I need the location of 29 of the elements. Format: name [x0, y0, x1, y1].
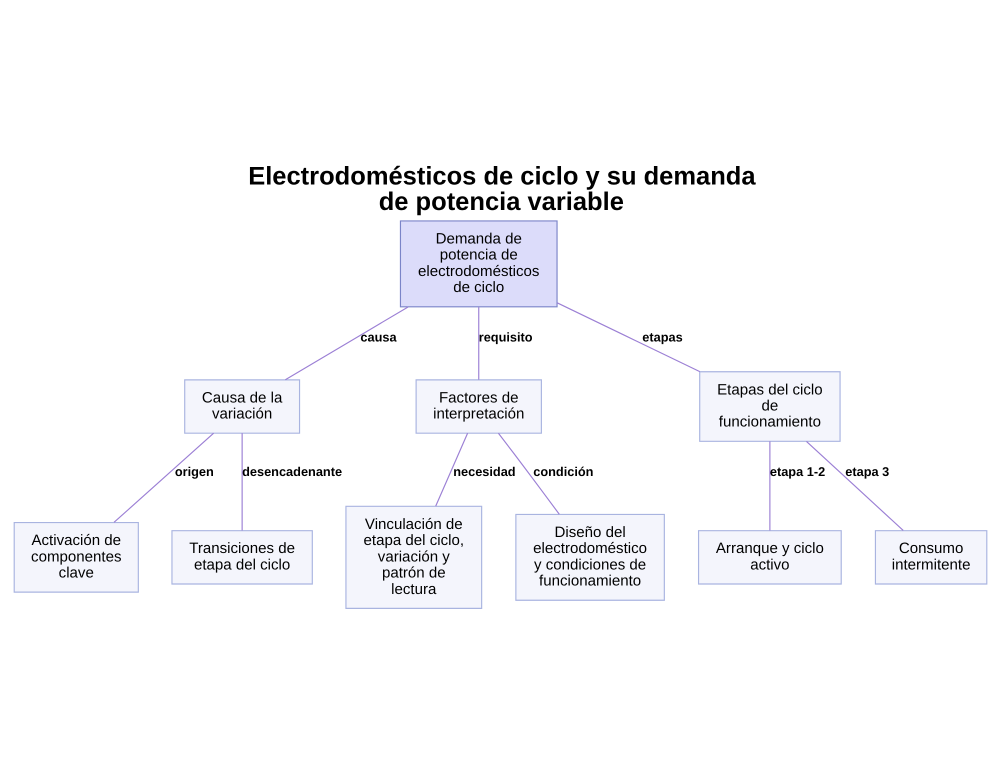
diagram-title: Electrodomésticos de ciclo y su demanda de potencia variable — [248, 162, 756, 216]
edge-label: origen — [174, 463, 214, 478]
connector — [806, 440, 904, 530]
edge-label: desencadenante — [242, 463, 342, 478]
edge-label: etapas — [642, 328, 682, 344]
connector — [113, 432, 214, 522]
node-box: Transiciones de etapa del ciclo — [170, 530, 312, 584]
connector — [556, 302, 700, 372]
edge-label: etapa 1-2 — [769, 463, 825, 478]
connector — [768, 440, 770, 530]
node-box: Activación de componentes clave — [13, 521, 138, 592]
node-box: Factores de interpretación — [415, 378, 542, 434]
connector — [478, 306, 479, 380]
node-box: Vinculación de etapa del ciclo, variación y patrón de lectura — [344, 505, 482, 608]
connector — [241, 432, 242, 530]
node-box: Consumo intermitente — [874, 530, 987, 584]
node-box: Arranque y ciclo activo — [697, 530, 842, 584]
edge-label: necesidad — [452, 463, 516, 478]
edge-label: condición — [532, 463, 593, 478]
connector — [497, 432, 560, 514]
edge-label: causa — [360, 328, 396, 344]
node-box: Diseño del electrodoméstico y condiciones de funcionamiento — [514, 513, 664, 600]
node-box: Demanda de potencia de electrodomésticos de ciclo — [399, 220, 558, 307]
edge-label: etapa 3 — [844, 463, 889, 478]
connector — [434, 432, 468, 506]
edge-label: requisito — [478, 328, 532, 344]
node-box: Etapas del ciclo de funcionamiento — [698, 370, 840, 442]
connector — [284, 306, 408, 380]
node-box: Causa de la variación — [184, 378, 300, 434]
